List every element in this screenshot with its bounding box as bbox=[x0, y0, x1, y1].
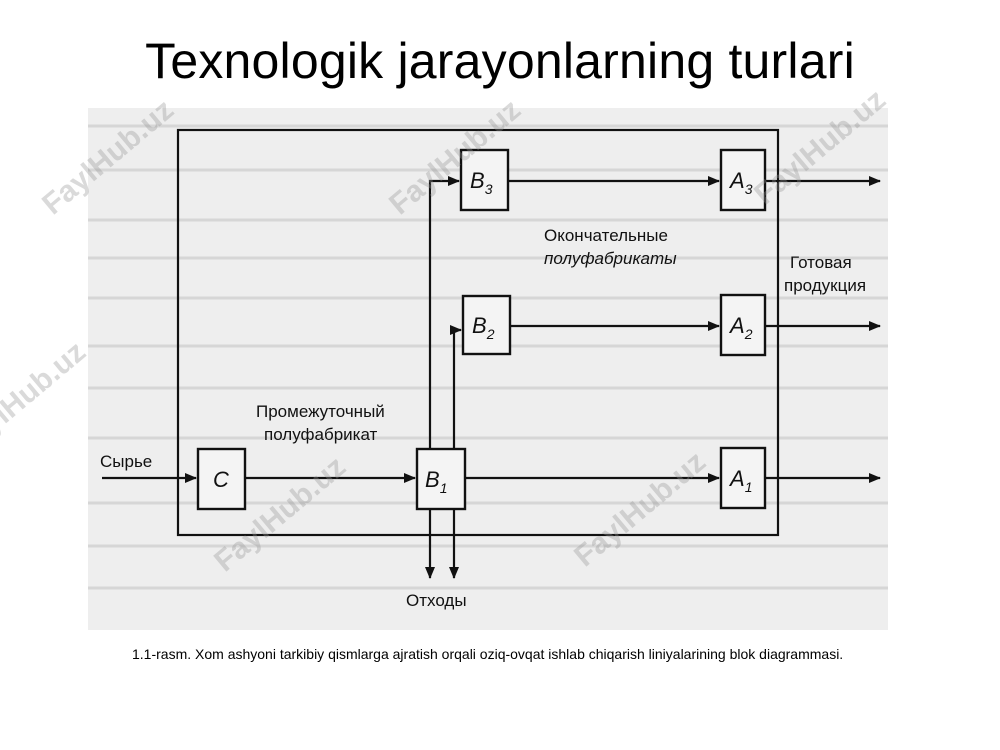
block-a3-label: A3 bbox=[728, 168, 753, 197]
arrow-b1-to-b2 bbox=[450, 325, 462, 449]
block-a1 bbox=[719, 446, 767, 510]
label-intermediate-line2: полуфабрикат bbox=[264, 425, 378, 444]
arrow-b1-to-b3 bbox=[428, 176, 460, 449]
blocks bbox=[196, 148, 767, 511]
block-a3 bbox=[719, 148, 767, 212]
block-a1-label: A1 bbox=[728, 466, 752, 495]
block-b3-label: B3 bbox=[470, 168, 493, 197]
block-b2-label: B2 bbox=[472, 313, 495, 342]
label-waste: Отходы bbox=[406, 591, 467, 610]
label-intermediate-line1: Промежуточный bbox=[256, 402, 385, 421]
block-b2 bbox=[461, 294, 512, 356]
block-b1 bbox=[415, 447, 467, 511]
block-a2-label: A2 bbox=[728, 313, 753, 342]
block-c-label: C bbox=[213, 467, 229, 492]
block-c bbox=[196, 447, 247, 511]
annotation-labels: Сырье Промежуточный полуфабрикат Окончат… bbox=[100, 226, 866, 610]
slide-title: Texnologik jarayonlarning turlari bbox=[145, 33, 855, 89]
figure-caption: 1.1-rasm. Xom ashyoni tarkibiy qismlarga… bbox=[132, 646, 844, 662]
block-b1-label: B1 bbox=[425, 467, 447, 496]
block-a2 bbox=[719, 293, 767, 357]
outer-frame bbox=[176, 128, 780, 537]
label-finished-line1: Готовая bbox=[790, 253, 852, 272]
label-final-semi-line1: Окончательные bbox=[544, 226, 668, 245]
block-diagram-figure: C B1 B2 B3 A1 A2 A3 Сырье Промежуточный … bbox=[88, 108, 888, 630]
block-labels: C B1 B2 B3 A1 A2 A3 bbox=[213, 168, 753, 496]
block-b3 bbox=[459, 148, 510, 212]
label-final-semi-line2: полуфабрикаты bbox=[544, 249, 677, 268]
watermark: FaylHub.uz bbox=[0, 335, 92, 464]
label-raw-material: Сырье bbox=[100, 452, 152, 471]
connections bbox=[102, 128, 881, 579]
block-diagram: C B1 B2 B3 A1 A2 A3 Сырье Промежуточный … bbox=[88, 124, 888, 610]
label-finished-line2: продукция bbox=[784, 276, 866, 295]
